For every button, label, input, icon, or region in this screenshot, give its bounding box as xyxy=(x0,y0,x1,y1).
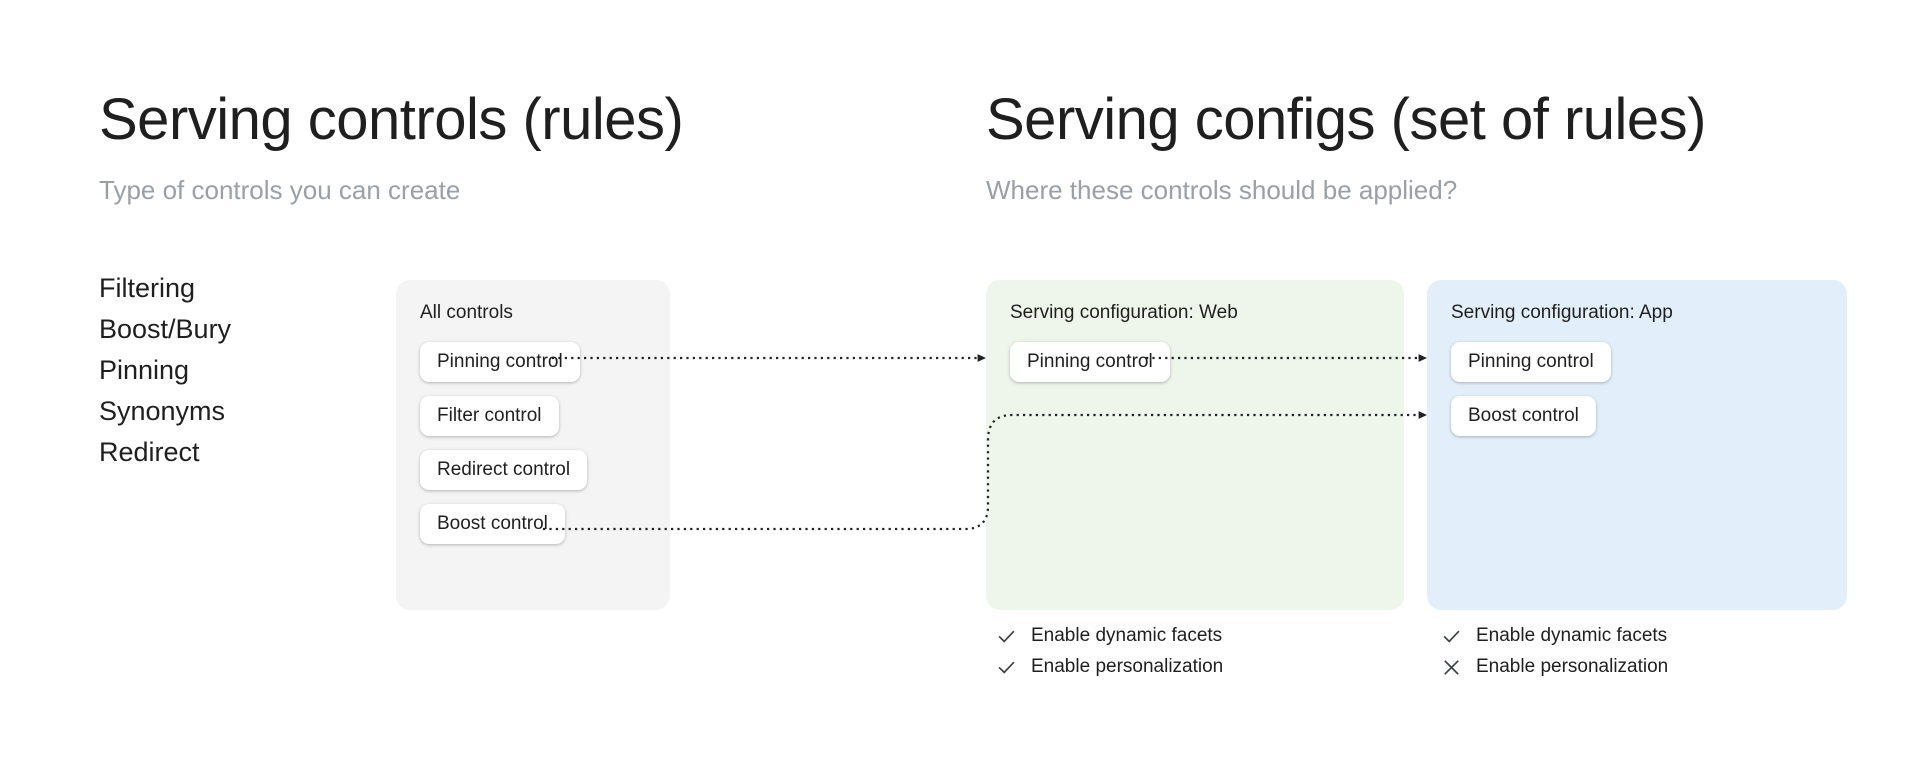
control-type-item-filtering: Filtering xyxy=(99,273,196,303)
control-type-item-synonyms: Synonyms xyxy=(99,396,226,426)
chip-pinning-control[interactable]: Pinning control xyxy=(1010,342,1170,382)
option-label: Enable personalization xyxy=(1476,656,1669,677)
control-type-item-boost-bury: Boost/Bury xyxy=(99,314,232,344)
panel-serving-config-app: Serving configuration: App Pinning contr… xyxy=(1427,280,1847,610)
chip-redirect-control[interactable]: Redirect control xyxy=(420,450,588,490)
option-label: Enable dynamic facets xyxy=(1031,625,1223,646)
panel-all-controls: All controls Pinning control Filter cont… xyxy=(396,280,670,610)
panel-serving-config-web-title: Serving configuration: Web xyxy=(1010,302,1238,323)
chip-boost-control[interactable]: Boost control xyxy=(1451,396,1596,436)
check-icon xyxy=(998,661,1015,674)
panel-all-controls-title: All controls xyxy=(420,302,513,323)
option-row-enable-personalization[interactable]: Enable personalization xyxy=(996,656,1223,678)
chip-boost-control[interactable]: Boost control xyxy=(420,504,565,544)
options-serving-config-web: Enable dynamic facets Enable personaliza… xyxy=(996,625,1223,678)
panel-serving-config-web: Serving configuration: Web Pinning contr… xyxy=(986,280,1404,610)
option-row-enable-dynamic-facets[interactable]: Enable dynamic facets xyxy=(1441,625,1668,647)
control-type-list: Filtering Boost/Bury Pinning Synonyms Re… xyxy=(99,268,231,473)
chip-filter-control[interactable]: Filter control xyxy=(420,396,559,436)
left-column-title: Serving controls (rules) xyxy=(99,87,684,152)
right-column-subtitle: Where these controls should be applied? xyxy=(986,175,1458,205)
panel-serving-config-web-chip-list: Pinning control xyxy=(1010,342,1380,382)
option-row-enable-dynamic-facets[interactable]: Enable dynamic facets xyxy=(996,625,1223,647)
close-icon xyxy=(1444,659,1459,675)
left-column-subtitle: Type of controls you can create xyxy=(99,175,461,205)
panel-all-controls-chip-list: Pinning control Filter control Redirect … xyxy=(420,342,646,544)
chip-pinning-control[interactable]: Pinning control xyxy=(1451,342,1611,382)
chip-pinning-control[interactable]: Pinning control xyxy=(420,342,580,382)
option-row-enable-personalization[interactable]: Enable personalization xyxy=(1441,656,1668,678)
check-icon xyxy=(1443,630,1460,643)
right-column-title: Serving configs (set of rules) xyxy=(986,87,1706,152)
option-label: Enable dynamic facets xyxy=(1476,625,1668,646)
check-icon xyxy=(998,630,1015,643)
panel-serving-config-app-title: Serving configuration: App xyxy=(1451,302,1673,323)
options-serving-config-app: Enable dynamic facets Enable personaliza… xyxy=(1441,625,1668,678)
panel-serving-config-app-chip-list: Pinning control Boost control xyxy=(1451,342,1823,436)
control-type-item-pinning: Pinning xyxy=(99,355,190,385)
control-type-item-redirect: Redirect xyxy=(99,437,200,467)
option-label: Enable personalization xyxy=(1031,656,1224,677)
